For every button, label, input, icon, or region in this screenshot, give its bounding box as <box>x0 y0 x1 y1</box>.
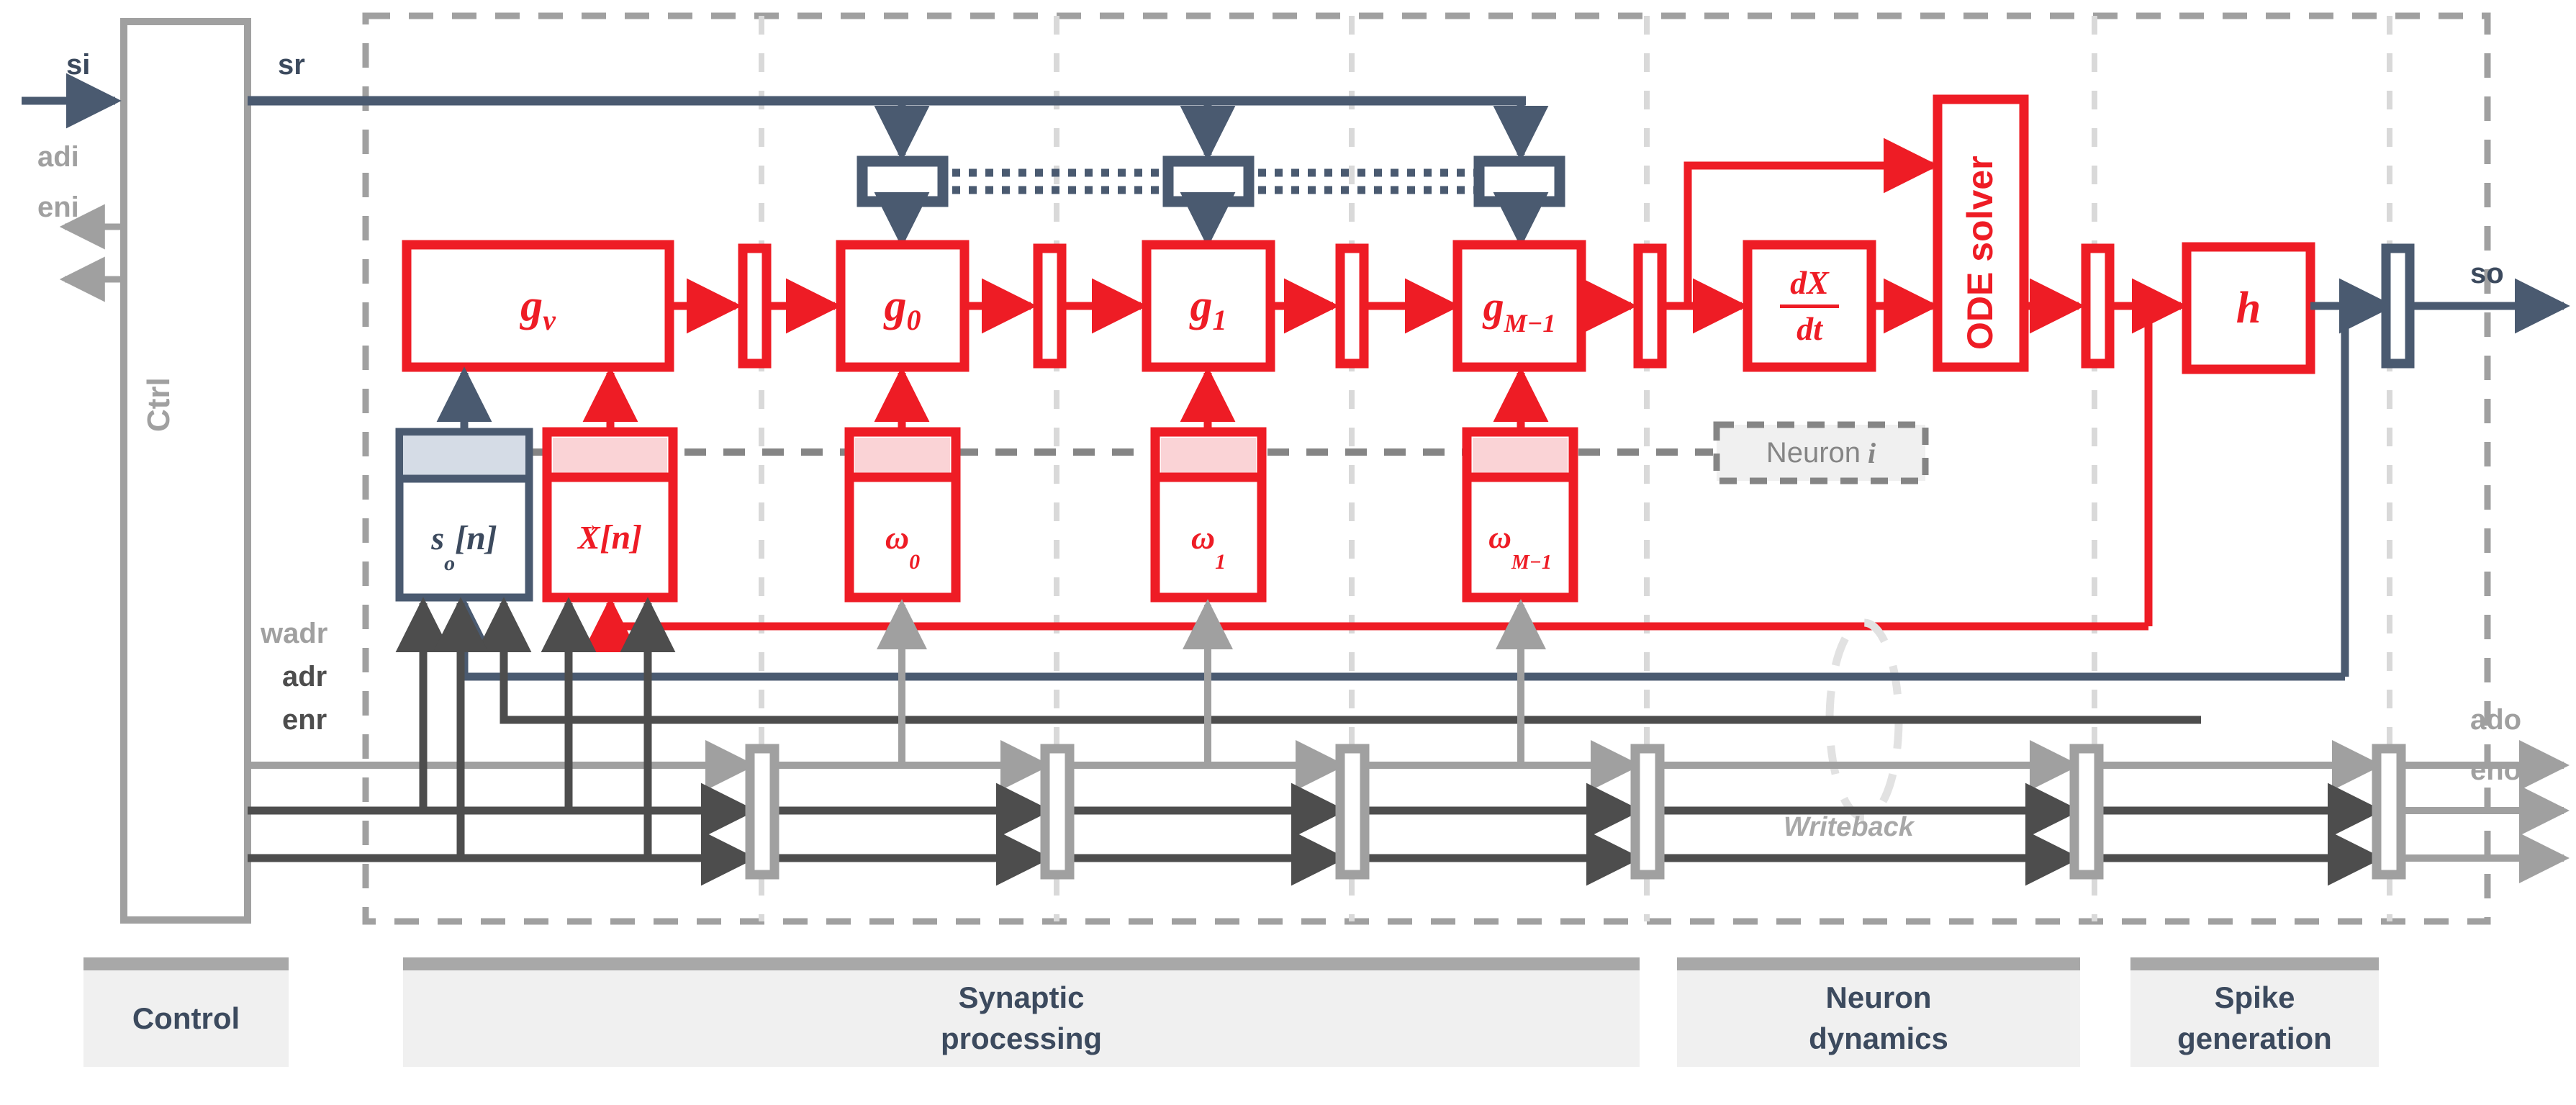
pipeline-register-4 <box>1633 243 1667 369</box>
memory-omega-M[interactable] <box>1462 427 1578 603</box>
writeback-red-path <box>582 597 2148 653</box>
wire-reg5-to-h <box>2110 278 2187 626</box>
fraction-bar <box>1780 304 1839 308</box>
stage-label-spike: Spike generation <box>2130 970 2379 1067</box>
navy-return-path <box>436 597 2345 681</box>
vector-arrow-icon: → <box>578 513 600 536</box>
g0-subscript: 0 <box>906 304 921 336</box>
dxdt-numerator: dX <box>1790 264 1829 302</box>
neuron-i-box <box>1713 421 1929 484</box>
block-label-h: h <box>2187 247 2310 369</box>
spike-shift-register-row <box>857 155 1565 248</box>
w0-base: ω <box>885 519 910 556</box>
datapath-boundary <box>362 12 2491 925</box>
pipeline-register-2 <box>1033 243 1067 369</box>
port-label-adr: adr <box>282 661 327 693</box>
ctrl-block[interactable] <box>120 18 251 924</box>
memory-label-x-vector: → X [n] <box>547 477 673 597</box>
stage-label-synaptic-line2: processing <box>940 1021 1103 1055</box>
g1-base: g <box>1190 281 1213 330</box>
h-base: h <box>2236 283 2261 333</box>
wire-h-to-output-register <box>2310 278 2395 677</box>
writeback-label: Writeback <box>1784 812 1914 842</box>
port-label-ado: ado <box>2470 704 2522 736</box>
stage-panel-synaptic <box>403 957 1640 1067</box>
memory-omega-0[interactable] <box>844 427 961 603</box>
port-label-eni: eni <box>37 191 79 223</box>
w1-subscript: 1 <box>1215 550 1226 574</box>
neuron-i-index: i <box>1868 436 1876 469</box>
w0-subscript: 0 <box>909 550 921 574</box>
pipeline-register-5 <box>2081 243 2115 369</box>
memory-so-n[interactable] <box>395 428 533 602</box>
g1-subscript: 1 <box>1212 304 1227 336</box>
stage-label-control-line1: Control <box>132 1001 240 1035</box>
bus-wadr <box>248 598 2570 790</box>
xvec-base-wrap: → X <box>577 514 600 556</box>
g0-base: g <box>884 281 907 330</box>
stage-label-neuron-line2: dynamics <box>1809 1021 1948 1055</box>
port-label-si: si <box>66 49 91 81</box>
pipeline-register-3 <box>1335 243 1369 369</box>
stage-label-neuron: Neuron dynamics <box>1677 970 2080 1067</box>
memory-omega-1[interactable] <box>1150 427 1267 603</box>
sr-bus <box>248 96 1549 161</box>
wire-reg4-to-dxdt <box>1662 137 1939 334</box>
wM-base: ω <box>1488 520 1511 555</box>
block-label-ode-solver: ODE solver <box>1960 155 2000 350</box>
gv-base: g <box>520 281 543 330</box>
stage-panel-neuron <box>1677 957 2080 1067</box>
son-index: [n] <box>455 519 497 557</box>
stage-panel-spike <box>2130 957 2379 1067</box>
port-label-sr: sr <box>278 49 305 81</box>
ctrl-label: Ctrl <box>141 377 176 432</box>
block-ode-solver[interactable] <box>1933 94 2029 372</box>
xvec-base: X <box>577 519 600 556</box>
port-label-so: so <box>2470 258 2504 289</box>
stage-label-neuron-line1: Neuron <box>1825 980 1932 1015</box>
w1-base: ω <box>1190 519 1216 556</box>
port-label-adi: adi <box>37 141 79 173</box>
neuron-i-label: Neuron i <box>1717 425 1925 481</box>
ctrl-return-path-upper <box>476 597 2201 724</box>
xvec-index: [n] <box>600 518 643 556</box>
gM-subscript: M−1 <box>1504 309 1556 338</box>
stage-label-synaptic-line1: Synaptic <box>958 980 1085 1015</box>
dxdt-denominator: dt <box>1797 310 1822 347</box>
son-base: s <box>431 520 445 556</box>
stage-label-control: Control <box>83 970 289 1067</box>
stage-label-synaptic: Synaptic processing <box>403 970 1640 1067</box>
output-register-so <box>2381 243 2415 369</box>
stage-label-spike-line1: Spike <box>2214 980 2295 1015</box>
neuron-i-text: Neuron <box>1766 436 1861 469</box>
stage-label-spike-line2: generation <box>2177 1021 2332 1055</box>
memory-x-vector[interactable] <box>542 427 678 603</box>
stage-panel-control <box>83 957 289 1067</box>
wM-subscript: M−1 <box>1511 551 1552 574</box>
bus-pipeline-registers <box>745 744 2406 880</box>
port-label-eno: eno <box>2470 754 2522 786</box>
bus-adr <box>248 597 2570 839</box>
son-subscript: o <box>444 551 456 575</box>
gM-base: g <box>1483 282 1504 330</box>
gv-subscript: v <box>543 304 556 336</box>
bus-enr <box>248 597 2570 886</box>
block-label-dxdt: dX dt <box>1748 245 1871 367</box>
port-label-wadr: wadr <box>261 618 328 649</box>
pipeline-register-1 <box>738 243 772 369</box>
port-label-enr: enr <box>282 704 327 736</box>
